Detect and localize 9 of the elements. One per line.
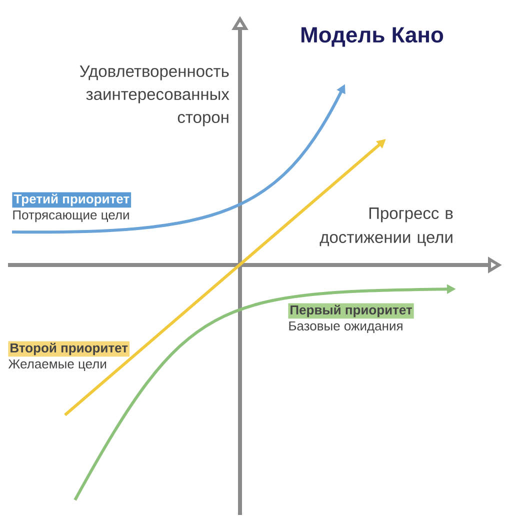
priority-heading: Третий приоритет [12,192,132,208]
axis-label: Прогресс в достижении цели [320,208,453,246]
priority-heading: Первый приоритет [288,303,414,319]
priority-description: Базовые ожидания [289,321,402,333]
priority-description: Потрясающие цели [13,210,129,222]
priority-description: Желаемые цели [8,359,106,371]
priority-heading: Второй приоритет [8,341,130,357]
axis-label: Удовлетворенность заинтересованных сторон [80,66,230,126]
title: Модель Кано [302,27,444,47]
